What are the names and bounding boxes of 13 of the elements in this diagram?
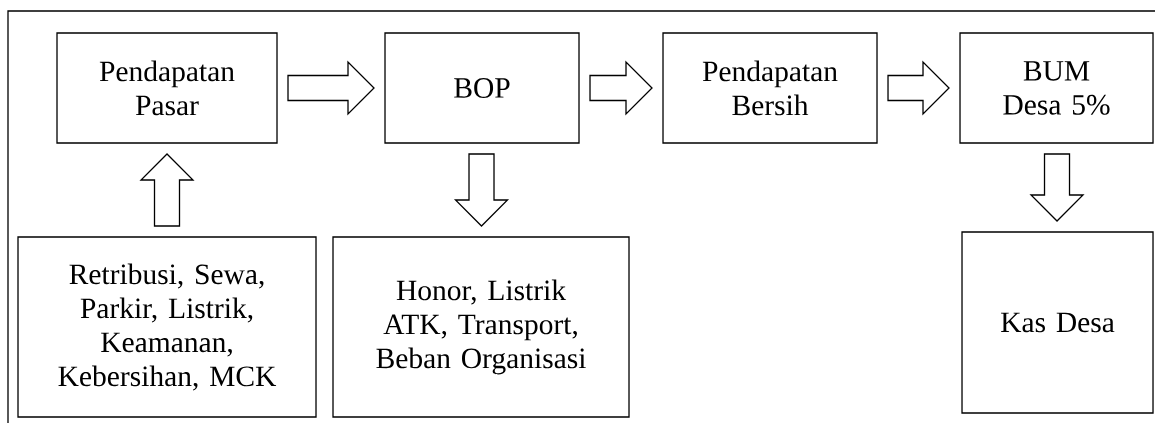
block-arrow bbox=[1029, 153, 1085, 222]
process-box: Kas Desa bbox=[961, 231, 1154, 414]
block-arrow bbox=[589, 60, 653, 116]
process-box: BOP bbox=[384, 32, 580, 144]
block-arrow bbox=[287, 60, 375, 116]
process-box: Pendapatan Bersih bbox=[662, 32, 878, 144]
process-box: Pendapatan Pasar bbox=[56, 32, 278, 144]
process-box: BUM Desa 5% bbox=[959, 32, 1154, 144]
process-box: Retribusi, Sewa, Parkir, Listrik, Keamanan, Kebersihan, MCK bbox=[17, 236, 317, 418]
block-arrow bbox=[453, 153, 510, 227]
process-box: Honor, Listrik ATK, Transport, Beban Organisasi bbox=[332, 236, 630, 418]
block-arrow bbox=[139, 153, 195, 227]
block-arrow bbox=[887, 60, 950, 116]
